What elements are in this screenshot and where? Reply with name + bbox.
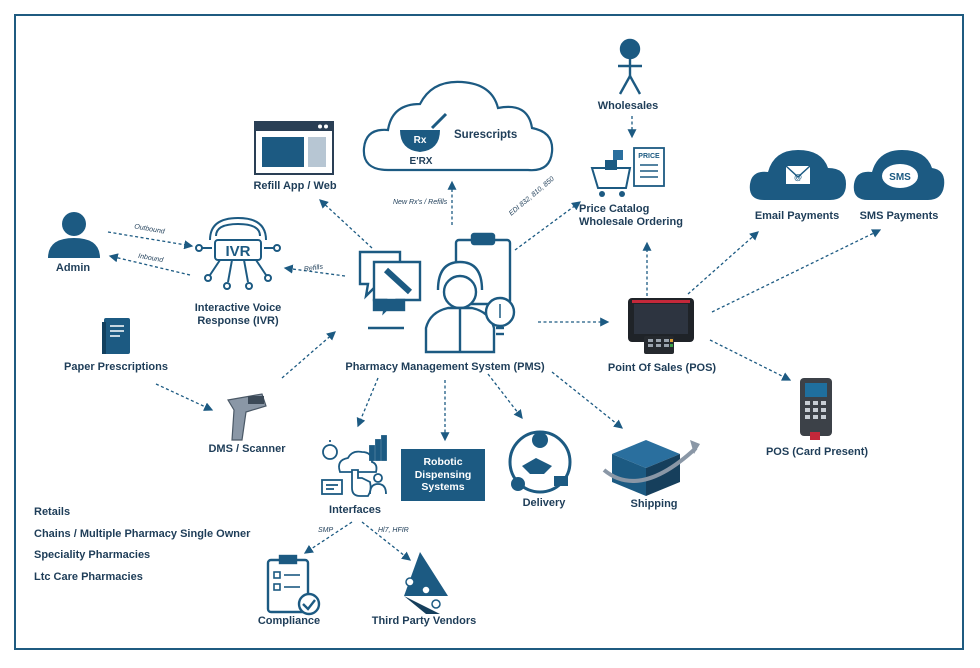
pos-label: Point Of Sales (POS) xyxy=(607,362,717,374)
arrow-admin-to-ivr xyxy=(107,231,194,250)
sms-text: SMS xyxy=(889,172,911,183)
robotic-dispensing-box: Robotic Dispensing Systems xyxy=(401,449,485,501)
email-cloud-icon: @ xyxy=(749,150,846,200)
third-party-vendors-icon xyxy=(404,552,448,614)
shipping-label: Shipping xyxy=(630,498,678,510)
ivr-circuit-icon: IVR xyxy=(195,216,281,290)
compliance-checklist-icon xyxy=(266,554,321,616)
ivr-text: IVR xyxy=(225,243,250,260)
delivery-handshake-icon xyxy=(508,430,572,494)
arrow-pms-to-shipping xyxy=(551,371,624,429)
mortar-pestle-icon: Rx xyxy=(400,112,448,152)
pharmacy-types-list: Retails Chains / Multiple Pharmacy Singl… xyxy=(34,502,250,588)
card-reader-icon xyxy=(800,378,832,440)
new-rx-edge-label: New Rx's / Refills xyxy=(393,199,448,206)
pos-card-present-label: POS (Card Present) xyxy=(765,446,869,458)
paper-prescription-icon xyxy=(102,318,130,354)
pharmacy-type-item: Ltc Care Pharmacies xyxy=(34,570,143,583)
interfaces-icon xyxy=(321,435,387,497)
email-payments-label: Email Payments xyxy=(754,210,840,222)
pms-label: Pharmacy Management System (PMS) xyxy=(345,361,545,373)
price-catalog-icon: PRICE xyxy=(590,147,665,197)
arrow-pos-to-card xyxy=(709,339,792,381)
surescripts-cloud-icon xyxy=(362,80,554,172)
delivery-label: Delivery xyxy=(522,497,566,509)
third-party-vendors-label: Third Party Vendors xyxy=(371,615,477,627)
erx-label: E'RX xyxy=(409,156,433,167)
arrow-pms-to-ivr xyxy=(283,264,346,277)
at-sign: @ xyxy=(794,173,802,182)
smp-edge-label: SMP xyxy=(318,527,334,534)
browser-window-icon xyxy=(254,121,334,175)
arrow-scanner-to-pms xyxy=(281,331,336,379)
wholesaler-person-icon xyxy=(618,38,642,95)
compliance-label: Compliance xyxy=(257,615,321,627)
pos-terminal-icon xyxy=(628,298,694,354)
admin-label: Admin xyxy=(55,262,91,274)
shipping-box-icon xyxy=(602,440,700,496)
arrow-pos-to-sms xyxy=(711,229,882,313)
arrow-ivr-to-admin xyxy=(108,253,191,276)
connectors xyxy=(107,116,882,561)
arrow-pms-to-delivery xyxy=(487,373,523,420)
sms-payments-label: SMS Payments xyxy=(859,210,939,222)
surescripts-label: Surescripts xyxy=(454,129,518,141)
ivr-label: Interactive Voice Response (IVR) xyxy=(194,302,282,327)
arrow-paper-to-scanner xyxy=(155,383,214,411)
sms-cloud-icon: SMS xyxy=(853,150,945,200)
arrow-pos-to-email xyxy=(687,231,759,295)
arrow-pms-to-price-catalog xyxy=(514,201,582,251)
pharmacy-type-item: Chains / Multiple Pharmacy Single Owner xyxy=(34,527,251,540)
scanner-label: DMS / Scanner xyxy=(208,443,286,455)
arrow-interfaces-to-compliance xyxy=(303,521,353,554)
paper-prescriptions-label: Paper Prescriptions xyxy=(64,361,168,373)
arrow-pms-to-interfaces xyxy=(356,377,379,428)
admin-user-icon xyxy=(48,212,100,258)
barcode-scanner-icon xyxy=(227,393,267,441)
price-catalog-label: Price Catalog Wholesale Ordering xyxy=(579,203,683,228)
wholesales-label: Wholesales xyxy=(597,100,659,112)
pharmacy-type-item: Retails xyxy=(34,506,71,518)
price-tag-text: PRICE xyxy=(638,153,660,160)
diagram-frame xyxy=(14,14,964,650)
arrow-pms-to-refill-app xyxy=(319,199,373,249)
rx-symbol: Rx xyxy=(414,135,427,146)
pharmacist-icon xyxy=(358,232,516,354)
pharmacy-type-item: Speciality Pharmacies xyxy=(34,549,151,561)
hl7-edge-label: Hl7, HFIR xyxy=(378,527,409,534)
interfaces-label: Interfaces xyxy=(329,504,381,516)
refill-app-label: Refill App / Web xyxy=(253,180,337,192)
arrow-interfaces-to-third-party xyxy=(361,521,412,561)
